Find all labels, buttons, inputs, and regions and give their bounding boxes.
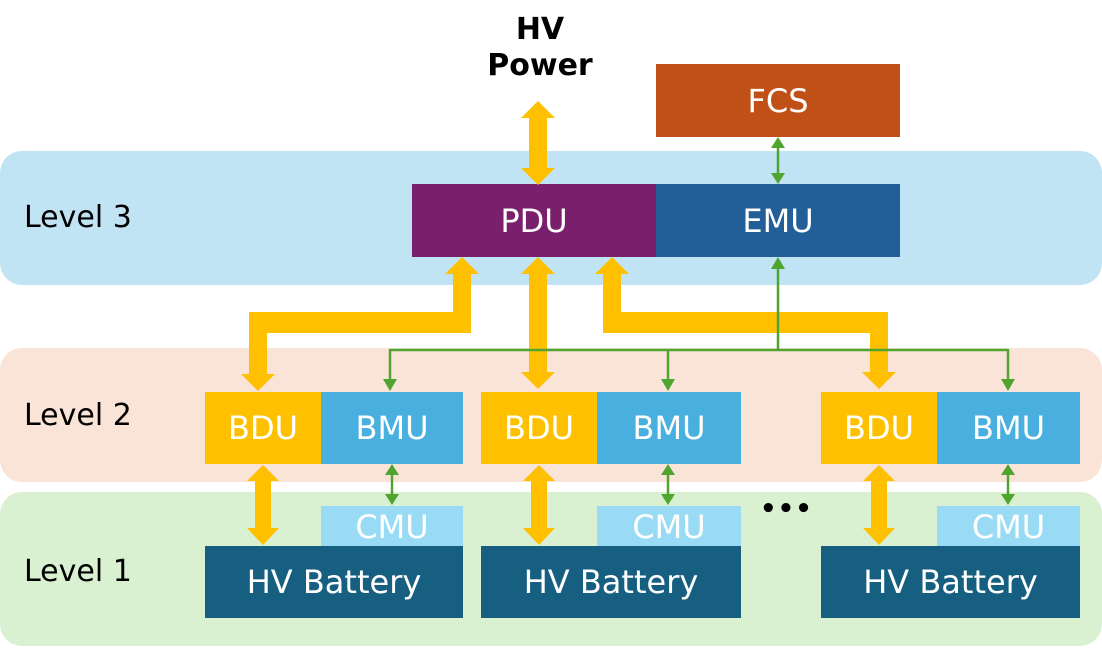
bdu-box: BDU <box>481 392 597 464</box>
level-3-label: Level 3 <box>24 200 132 235</box>
bdu-box: BDU <box>821 392 937 464</box>
cmu-box: CMU <box>937 506 1080 548</box>
pdu-box: PDU <box>412 184 656 257</box>
hv-battery-box: HV Battery <box>205 546 463 618</box>
more-stacks-ellipsis: ••• <box>760 494 813 524</box>
hv-power-line1: HV <box>515 12 565 47</box>
hv-battery-box: HV Battery <box>821 546 1080 618</box>
emu-box: EMU <box>656 184 900 257</box>
level-1-label: Level 1 <box>24 554 132 589</box>
bmu-box: BMU <box>597 392 741 464</box>
arrowhead-up-icon <box>771 137 785 148</box>
cmu-box: CMU <box>597 506 741 548</box>
hv-power-label: HV Power <box>470 12 610 84</box>
hv-power-line2: Power <box>487 48 593 83</box>
bdu-box: BDU <box>205 392 321 464</box>
fcs-box: FCS <box>656 64 900 137</box>
level-2-label: Level 2 <box>24 398 132 433</box>
hv-battery-box: HV Battery <box>481 546 741 618</box>
cmu-box: CMU <box>321 506 463 548</box>
bmu-box: BMU <box>321 392 463 464</box>
bmu-box: BMU <box>937 392 1080 464</box>
